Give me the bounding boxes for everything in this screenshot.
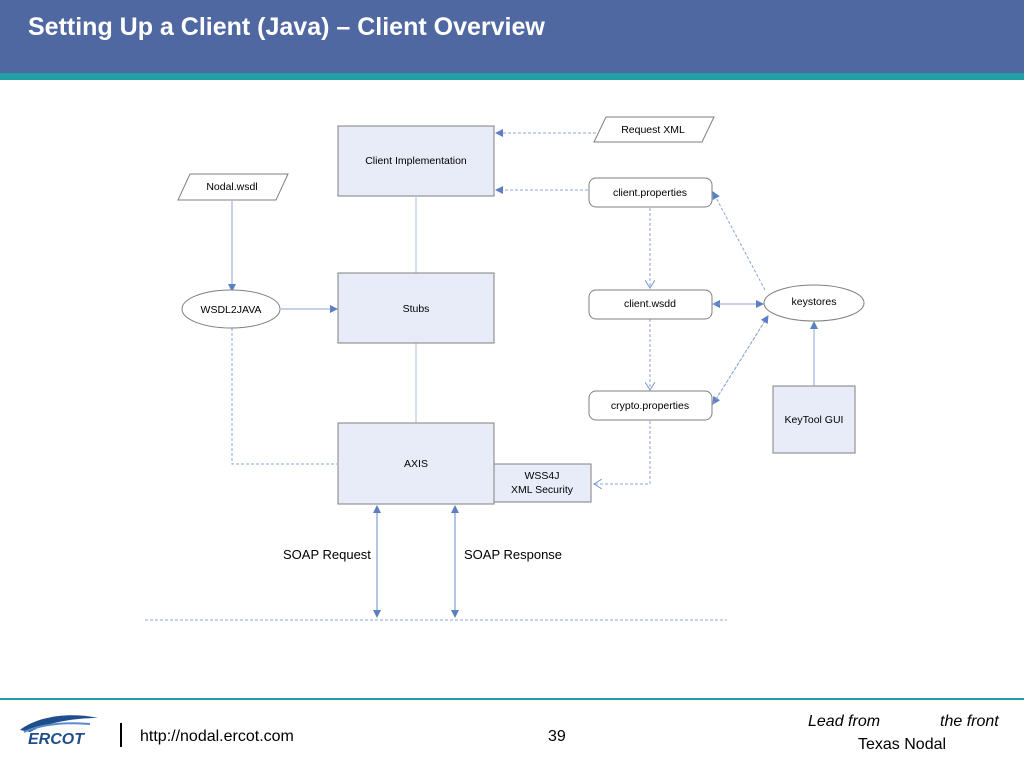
node-client-properties-label: client.properties	[613, 187, 687, 199]
node-stubs-label: Stubs	[403, 303, 430, 315]
node-stubs: Stubs	[337, 272, 495, 344]
node-wsdl2java-label: WSDL2JAVA	[201, 304, 262, 316]
tagline-part1: Lead from	[808, 713, 881, 730]
node-client-wsdd: client.wsdd	[588, 289, 713, 320]
header-bar: Setting Up a Client (Java) – Client Over…	[0, 0, 1024, 73]
node-keystores: keystores	[763, 284, 865, 322]
node-keytool-gui: KeyTool GUI	[772, 385, 856, 454]
soap-request-label: SOAP Request	[283, 547, 371, 562]
node-wss4j-label-line1: WSS4J	[524, 470, 559, 482]
header-accent-stripe	[0, 73, 1024, 80]
node-client-wsdd-label: client.wsdd	[624, 298, 676, 310]
slide-title: Setting Up a Client (Java) – Client Over…	[28, 13, 545, 41]
ercot-logo-text: ERCOT	[28, 731, 85, 748]
node-client-implementation: Client Implementation	[337, 125, 495, 197]
footer-divider	[0, 698, 1024, 700]
tagline-part2: the front	[940, 713, 999, 730]
node-nodal-wsdl: Nodal.wsdl	[177, 173, 289, 201]
ercot-logo: ERCOT	[20, 715, 98, 748]
node-wss4j: WSS4J XML Security	[493, 463, 592, 503]
node-client-implementation-label: Client Implementation	[365, 155, 467, 167]
node-crypto-properties-label: crypto.properties	[611, 400, 689, 412]
node-axis: AXIS	[337, 422, 495, 505]
footer-url[interactable]: http://nodal.ercot.com	[140, 728, 294, 745]
node-keytool-gui-label: KeyTool GUI	[785, 414, 844, 426]
soap-response-label: SOAP Response	[464, 547, 562, 562]
node-crypto-properties: crypto.properties	[588, 390, 713, 421]
node-client-properties: client.properties	[588, 177, 713, 208]
footer-separator	[120, 723, 122, 747]
node-nodal-wsdl-label: Nodal.wsdl	[206, 181, 257, 193]
page-number: 39	[548, 728, 566, 745]
node-wss4j-label-line2: XML Security	[511, 484, 574, 496]
node-wsdl2java: WSDL2JAVA	[181, 289, 281, 329]
client-overview-diagram: Request XML Client Implementation Nodal.…	[145, 116, 865, 621]
node-request-xml: Request XML	[593, 116, 715, 143]
node-keystores-label: keystores	[792, 296, 837, 308]
node-request-xml-label: Request XML	[621, 124, 685, 136]
node-axis-label: AXIS	[404, 458, 428, 470]
connector-lines	[145, 129, 818, 621]
tagline-sub: Texas Nodal	[858, 736, 947, 753]
